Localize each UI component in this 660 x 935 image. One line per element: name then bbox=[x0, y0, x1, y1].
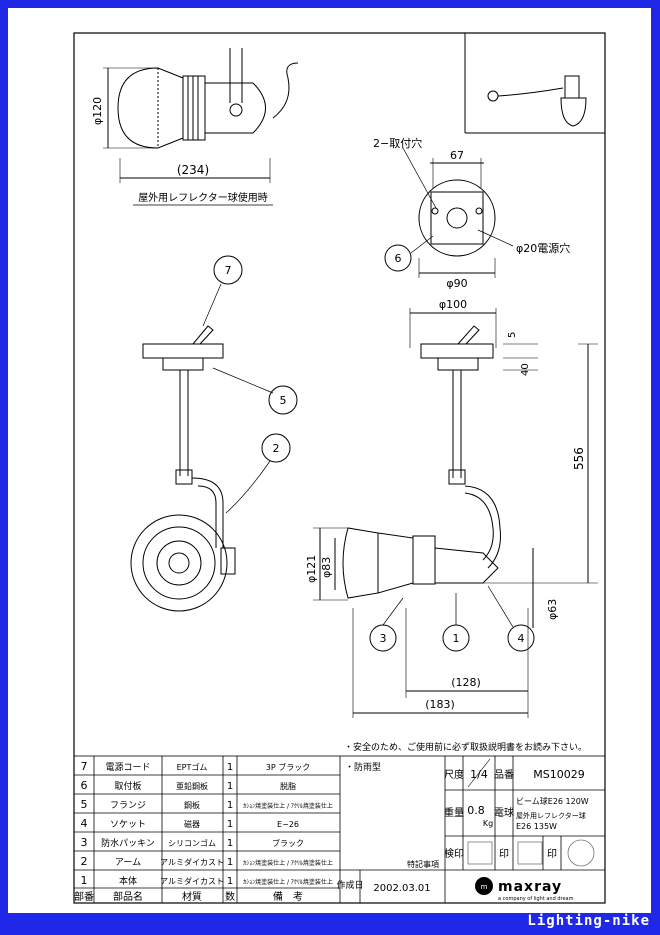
spec-weight-unit: Kg bbox=[483, 819, 493, 828]
parts-cell-no: 3 bbox=[81, 836, 88, 849]
parts-header-name: 部品名 bbox=[113, 890, 143, 903]
sheet-border bbox=[73, 32, 606, 904]
parts-cell-no: 4 bbox=[81, 817, 88, 830]
side-dim-183: (183) bbox=[425, 698, 455, 711]
parts-cell-no: 5 bbox=[81, 798, 88, 811]
maxray-logo: m bbox=[475, 877, 493, 895]
top-dia-label: φ120 bbox=[91, 97, 104, 125]
parts-cell-name: フランジ bbox=[110, 800, 146, 811]
parts-cell-qty: 1 bbox=[227, 838, 233, 849]
parts-cell-material: EPTゴム bbox=[177, 762, 208, 772]
approval-stamps bbox=[467, 839, 595, 867]
spec-seal-label-2: 印 bbox=[547, 848, 557, 860]
base-width-label: 67 bbox=[450, 149, 464, 162]
spec-lamp-label: 電球 bbox=[494, 806, 514, 819]
spec-lamp-2: 屋外用レフレクター球 bbox=[516, 811, 586, 820]
spec-weight: 0.8 bbox=[467, 804, 485, 817]
spec-scale: 1/4 bbox=[470, 768, 488, 781]
parts-cell-name: 電源コード bbox=[105, 762, 150, 773]
side-dim-40: 40 bbox=[520, 363, 531, 376]
footer-brand: Lighting-nike bbox=[527, 913, 650, 929]
brand-name: maxray bbox=[498, 879, 562, 895]
parts-cell-remark: ｶｼｮﾝ焼塗装仕上 / ｱｸﾘﾙ焼塗装仕上 bbox=[243, 859, 333, 867]
spec-rain-proof: ・防雨型 bbox=[345, 761, 381, 773]
parts-cell-no: 1 bbox=[81, 874, 88, 887]
safety-notice: ・安全のため、ご使用前に必ず取扱説明書をお読み下さい。 bbox=[344, 741, 587, 753]
side-dia-121: φ121 bbox=[305, 555, 318, 583]
parts-cell-remark: ブラック bbox=[272, 838, 304, 848]
top-length-label: (234) bbox=[177, 163, 209, 177]
parts-cell-name: アーム bbox=[115, 857, 141, 868]
parts-cell-qty: 1 bbox=[227, 762, 233, 773]
spec-product-no-label: 品番 bbox=[494, 769, 514, 781]
parts-header-qty: 数 bbox=[225, 890, 235, 903]
parts-cell-remark: E−26 bbox=[277, 820, 299, 829]
base-view bbox=[384, 147, 514, 278]
side-item-3: 3 bbox=[380, 632, 387, 645]
parts-cell-remark: 脱脂 bbox=[280, 781, 296, 791]
drawing-sheet: φ120 (234) 屋外用レフレクター球使用時 2−取付穴 67 φ90 φ2… bbox=[8, 8, 651, 913]
title-block bbox=[73, 755, 606, 904]
side-top-dia-label: φ100 bbox=[439, 298, 467, 311]
parts-cell-name: 取付板 bbox=[114, 780, 141, 792]
parts-cell-name: 本体 bbox=[119, 875, 137, 887]
brand-tagline: a company of light and dream bbox=[498, 896, 574, 902]
side-dim-128: (128) bbox=[451, 676, 481, 689]
install-sketch bbox=[464, 33, 605, 134]
parts-cell-qty: 1 bbox=[227, 876, 233, 887]
spec-weight-label: 重量 bbox=[444, 806, 464, 819]
parts-cell-material: アルミダイカスト bbox=[160, 857, 224, 867]
parts-header-no: 部番 bbox=[74, 890, 94, 903]
front-item-7: 7 bbox=[225, 264, 232, 277]
svg-text:m: m bbox=[481, 883, 488, 891]
parts-cell-remark: ｶｼｮﾝ焼塗装仕上 / ｱｸﾘﾙ焼塗装仕上 bbox=[243, 802, 333, 810]
parts-header-remark: 備 考 bbox=[273, 890, 303, 903]
side-dia-83: φ83 bbox=[320, 557, 333, 578]
top-view bbox=[103, 48, 299, 183]
base-holes-label: 2−取付穴 bbox=[373, 136, 422, 150]
parts-cell-no: 6 bbox=[81, 779, 88, 792]
parts-cell-qty: 1 bbox=[227, 857, 233, 868]
side-dim-5: 5 bbox=[507, 332, 518, 338]
spec-seal-label: 印 bbox=[499, 848, 509, 860]
parts-cell-material: シリコンゴム bbox=[168, 838, 216, 848]
spec-product-no: MS10029 bbox=[533, 768, 584, 781]
spec-lamp-1: ビーム球E26 120W bbox=[516, 796, 589, 806]
parts-cell-qty: 1 bbox=[227, 781, 233, 792]
spec-special-notes: 特記事項 bbox=[407, 859, 439, 869]
side-view bbox=[313, 308, 598, 718]
spec-made-label: 作成日 bbox=[336, 879, 363, 891]
base-dia-label: φ90 bbox=[446, 277, 467, 290]
front-view bbox=[130, 255, 298, 612]
side-dim-556: 556 bbox=[572, 447, 586, 470]
parts-cell-material: 鋼板 bbox=[184, 800, 200, 810]
spec-date: 2002.03.01 bbox=[373, 883, 430, 894]
base-cable-hole-label: φ20電源穴 bbox=[516, 241, 570, 255]
side-dia-63: φ63 bbox=[546, 599, 559, 620]
front-item-5: 5 bbox=[280, 394, 287, 407]
side-item-1: 1 bbox=[453, 632, 460, 645]
parts-table: 7 電源コード EPTゴム 1 3P ブラック 6 取付板 亜鉛鋼板 1 脱脂 5 フランジ 鋼板 1 ｶｼ… bbox=[81, 760, 333, 887]
parts-cell-name: 防水パッキン bbox=[101, 837, 155, 849]
parts-cell-material: 亜鉛鋼板 bbox=[176, 781, 208, 791]
parts-cell-name: ソケット bbox=[110, 819, 146, 830]
side-item-4: 4 bbox=[518, 632, 525, 645]
parts-cell-qty: 1 bbox=[227, 800, 233, 811]
top-caption: 屋外用レフレクター球使用時 bbox=[138, 191, 268, 204]
parts-cell-no: 7 bbox=[81, 760, 88, 773]
spec-lamp-3: E26 135W bbox=[516, 822, 557, 831]
parts-cell-material: アルミダイカスト bbox=[160, 876, 224, 886]
parts-cell-remark: ｶｼｮﾝ焼塗装仕上 / ｱｸﾘﾙ焼塗装仕上 bbox=[243, 878, 333, 886]
parts-cell-material: 磁器 bbox=[184, 819, 200, 829]
parts-header-material: 材質 bbox=[182, 890, 202, 903]
base-item-no: 6 bbox=[395, 252, 402, 265]
front-item-2: 2 bbox=[273, 442, 280, 455]
spec-scale-label: 尺度 bbox=[444, 768, 464, 781]
spec-check-label: 検印 bbox=[444, 847, 464, 860]
parts-cell-no: 2 bbox=[81, 855, 88, 868]
parts-cell-remark: 3P ブラック bbox=[266, 762, 310, 772]
technical-drawing: φ120 (234) 屋外用レフレクター球使用時 2−取付穴 67 φ90 φ2… bbox=[73, 32, 606, 904]
parts-cell-qty: 1 bbox=[227, 819, 233, 830]
